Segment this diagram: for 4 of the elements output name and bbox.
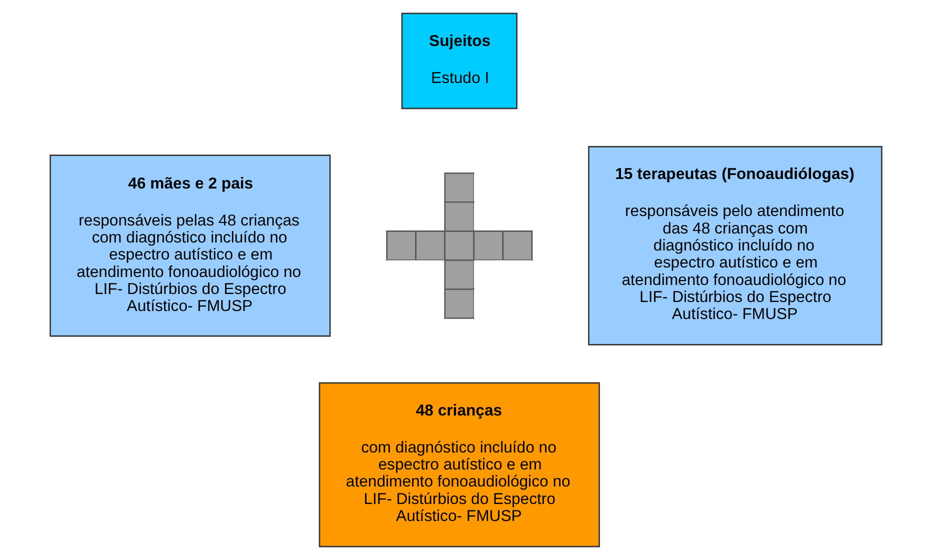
node-box: 15 terapeutas (Fonoaudiólogas) responsáveis pelo atendimento das 48 crianças com diagnóstico incluído no espectro autístico e em atendimento fonoaudiológico no LIF- Distúrbios do Espectro Autístico- FMUSP [588,146,882,346]
node-box: 48 crianças com diagnóstico incluído no espectro autístico e em atendimento fonoaudiológico no LIF- Distúrbios do Espectro Autístico- FMUSP [318,382,600,548]
node-box: Sujeitos Estudo I [401,12,518,110]
node-box: 46 mães e 2 pais responsáveis pelas 48 crianças com diagnóstico incluído no espectro autístico e em atendimento fonoaudiológico no LIF- Distúrbios do Espectro Autístico- FMUSP [50,154,331,337]
